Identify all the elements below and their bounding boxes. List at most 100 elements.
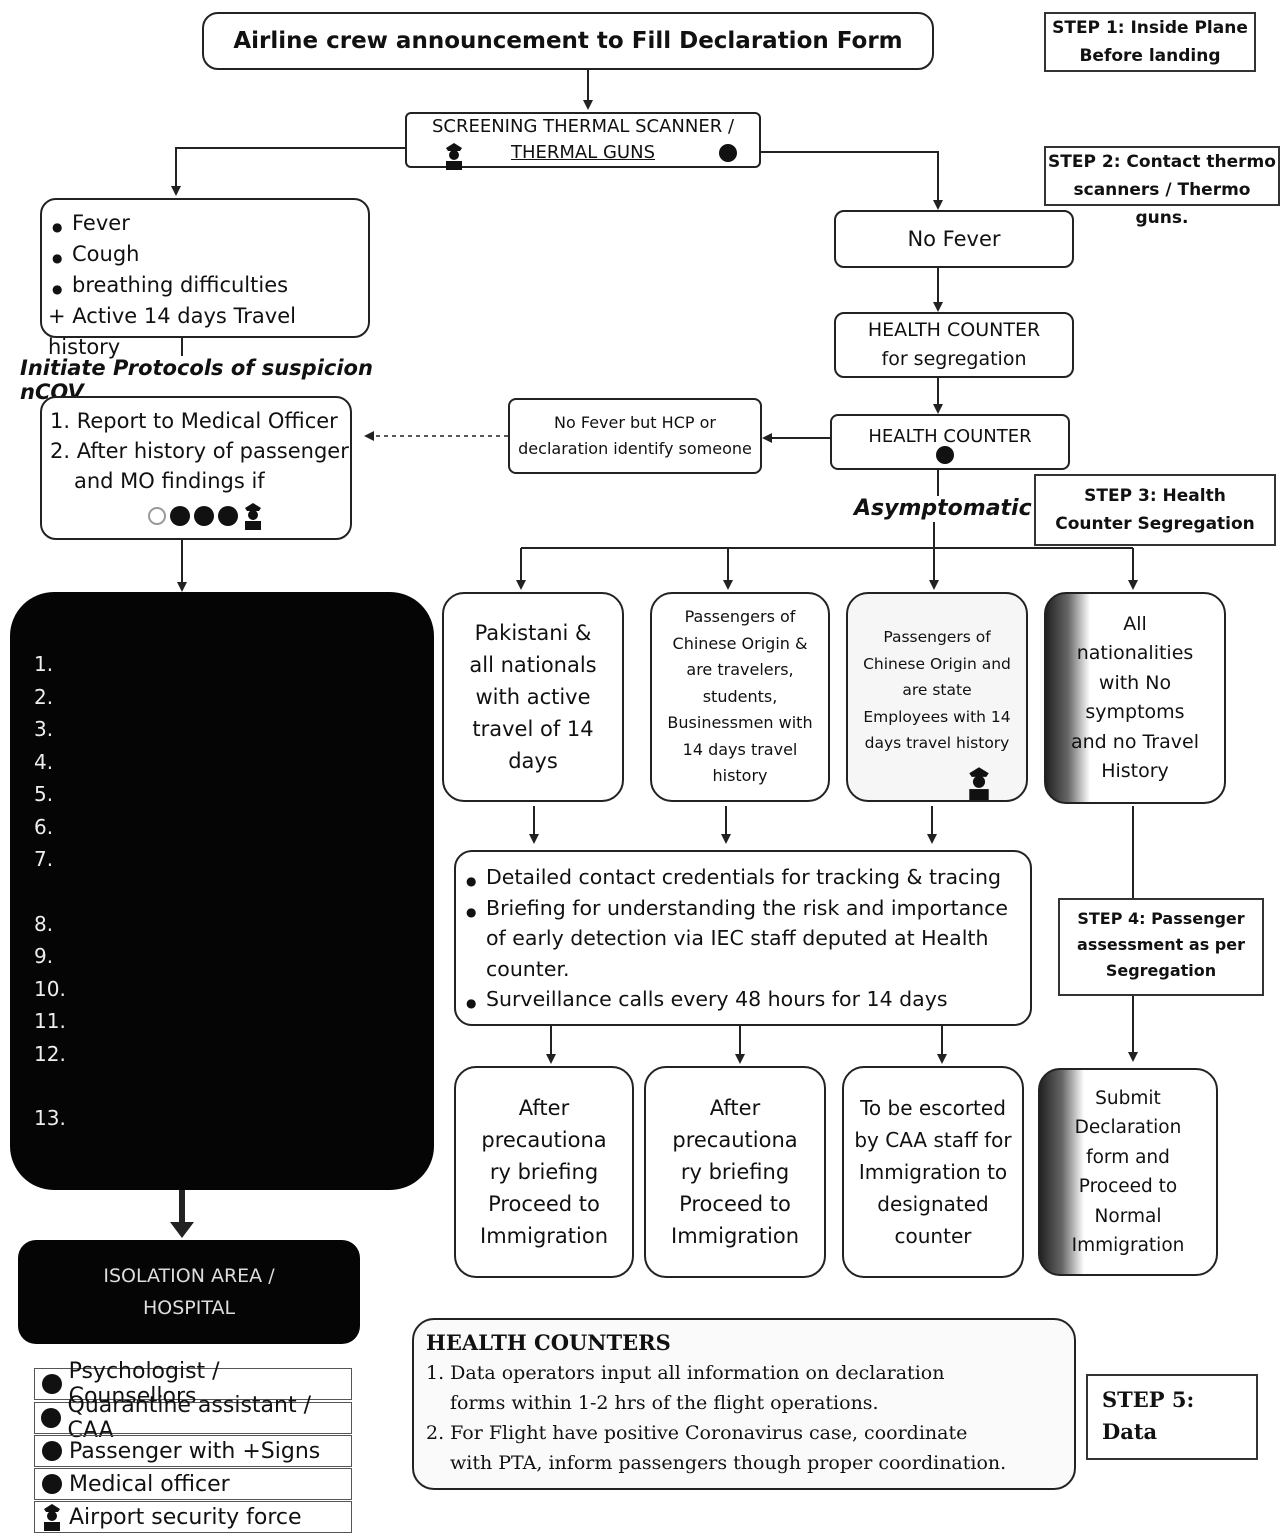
step-4-box: STEP 4: Passenger assessment as per Segr…	[1058, 898, 1264, 996]
outcome-line: After	[518, 1096, 570, 1120]
health-counters-item-1a: 1. Data operators input all information …	[426, 1362, 945, 1384]
step-2-title: STEP 2: Contact thermo	[1048, 152, 1276, 172]
legend-label: Medical officer	[69, 1471, 230, 1497]
symptom-cough: Cough	[52, 239, 368, 274]
health-counters-item-2a: 2. For Flight have positive Coronavirus …	[426, 1422, 968, 1444]
security-officer-icon	[443, 142, 465, 170]
step-1-subtitle: Before landing	[1079, 46, 1221, 66]
outcome-line: ry briefing	[680, 1160, 790, 1184]
legend-label: Quarantine assistant / CAA	[67, 1393, 311, 1443]
outcome-line: Immigration to	[858, 1160, 1008, 1184]
asymptomatic-label: Asymptomatic	[854, 496, 1032, 521]
legend-label: Psychologist / Counsellors	[68, 1359, 220, 1409]
outcome-line: Proceed to	[488, 1192, 600, 1216]
category-line: Employees with 14	[863, 707, 1011, 726]
category-line: history	[712, 766, 768, 786]
category-line: travel of 14	[472, 717, 594, 741]
outcome-line: Proceed to	[1078, 1176, 1178, 1197]
criteria-gap	[34, 1070, 66, 1102]
outcome-line: designated	[877, 1192, 989, 1216]
criteria-number: 4.	[34, 749, 54, 774]
crew-announcement-text: Airline crew announcement to Fill Declar…	[233, 28, 903, 54]
hcp-declaration-box: No Fever but HCP or declaration identify…	[508, 398, 762, 474]
symptom-fever: Fever	[52, 208, 368, 243]
psychologist-ring-icon	[148, 507, 166, 525]
criteria-gap	[34, 876, 66, 908]
category-no-symptoms-box: All nationalities with No symptoms and n…	[1044, 592, 1226, 804]
outcome-normal-immigration-box: Submit Declaration form and Proceed to N…	[1038, 1068, 1218, 1276]
category-line: days	[508, 749, 558, 773]
category-line: nationalities	[1076, 642, 1194, 664]
medical-officer-dot-icon	[936, 446, 954, 464]
legend-item-quarantine: Quarantine assistant / CAA	[34, 1393, 352, 1443]
outcome-line: by CAA staff for	[854, 1128, 1012, 1152]
legend-label: Airport security force	[69, 1504, 302, 1530]
category-chinese-travelers-box: Passengers of Chinese Origin & are trave…	[650, 592, 830, 802]
criteria-number: 1.	[34, 652, 54, 676]
legend-dot-icon	[35, 1374, 69, 1394]
quarantine-dot-icon	[170, 506, 190, 526]
dot-icon	[41, 1374, 62, 1394]
criteria-number: 7.	[34, 847, 54, 871]
crew-announcement-box: Airline crew announcement to Fill Declar…	[202, 12, 934, 70]
contact-tracing-details-box: Detailed contact credentials for trackin…	[454, 850, 1032, 1026]
hcp-line-2: declaration identify someone	[518, 439, 752, 458]
category-line: 14 days travel	[682, 739, 798, 759]
health-counter-seg-line-2: for segregation	[881, 348, 1027, 370]
detail-bullet: Detailed contact credentials for trackin…	[466, 862, 1024, 896]
report-step-1: 1. Report to Medical Officer	[50, 409, 338, 433]
criteria-number: 3.	[34, 717, 54, 741]
category-line: are travelers,	[686, 660, 794, 680]
category-line: Chinese Origin and	[863, 654, 1011, 673]
step-3-box: STEP 3: Health Counter Segregation	[1034, 474, 1276, 546]
outcome-line: precautiona	[672, 1128, 798, 1152]
detail-bullet: Surveillance calls every 48 hours for 14…	[466, 984, 1024, 1018]
criteria-number: 10.	[34, 976, 66, 1001]
category-line: are state	[902, 681, 972, 699]
passenger-dot-icon	[194, 506, 214, 526]
no-fever-box: No Fever	[834, 210, 1074, 268]
medical-officer-dot-icon	[218, 506, 238, 526]
step-2-subtitle: scanners / Thermo guns.	[1073, 180, 1251, 228]
category-line: All	[1123, 612, 1147, 635]
medical-officer-dot-icon	[719, 144, 737, 162]
screening-box: SCREENING THERMAL SCANNER / THERMAL GUNS	[405, 112, 761, 170]
legend-item-passenger: Passenger with +Signs	[34, 1435, 352, 1467]
criteria-number: 6.	[34, 814, 54, 839]
category-line: days travel history	[864, 734, 1010, 752]
health-counter-segregation-box: HEALTH COUNTER for segregation	[834, 312, 1074, 378]
step-3-title: STEP 3: Health	[1084, 486, 1226, 506]
step-5-title: STEP 5:	[1102, 1387, 1195, 1412]
outcome-line: Normal	[1094, 1205, 1162, 1227]
symptom-travel-history: + Active 14 days Travel history	[48, 304, 296, 359]
symptom-breathing: breathing difficulties	[52, 270, 368, 305]
suspicion-criteria-box: 1. 2. 3. 4. 5. 6. 7. 8. 9. 10. 11. 12. 1…	[10, 592, 434, 1190]
legend-label: Passenger with +Signs	[69, 1438, 321, 1464]
outcome-line: Proceed to	[679, 1192, 791, 1216]
criteria-numbers: 1. 2. 3. 4. 5. 6. 7. 8. 9. 10. 11. 12. 1…	[34, 648, 66, 1135]
health-counters-title: HEALTH COUNTERS	[426, 1330, 671, 1355]
category-line: and no Travel	[1071, 730, 1199, 753]
security-officer-icon	[242, 502, 264, 530]
category-line: students,	[702, 686, 778, 706]
legend-item-medical-officer: Medical officer	[34, 1468, 352, 1500]
category-line: all nationals	[469, 653, 597, 677]
step-3-subtitle: Counter Segregation	[1055, 514, 1255, 534]
category-line: History	[1101, 760, 1169, 782]
health-counter-seg-line-1: HEALTH COUNTER	[867, 319, 1041, 341]
security-officer-icon	[41, 1503, 63, 1531]
criteria-number: 11.	[34, 1009, 66, 1033]
outcome-line: Submit	[1095, 1087, 1161, 1109]
category-line: with No	[1098, 671, 1172, 694]
isolation-line-2: HOSPITAL	[142, 1297, 236, 1319]
step-1-box: STEP 1: Inside Plane Before landing	[1044, 12, 1256, 72]
outcome-line: Immigration	[671, 1224, 799, 1248]
outcome-proceed-immigration-box: After precautiona ry briefing Proceed to…	[454, 1066, 634, 1278]
outcome-line: ry briefing	[489, 1160, 599, 1184]
dot-icon	[42, 1441, 62, 1461]
legend-officer-icon	[35, 1503, 69, 1531]
criteria-number: 5.	[34, 782, 54, 806]
outcome-line: Immigration	[1071, 1235, 1185, 1256]
legend-item-security: Airport security force	[34, 1501, 352, 1533]
